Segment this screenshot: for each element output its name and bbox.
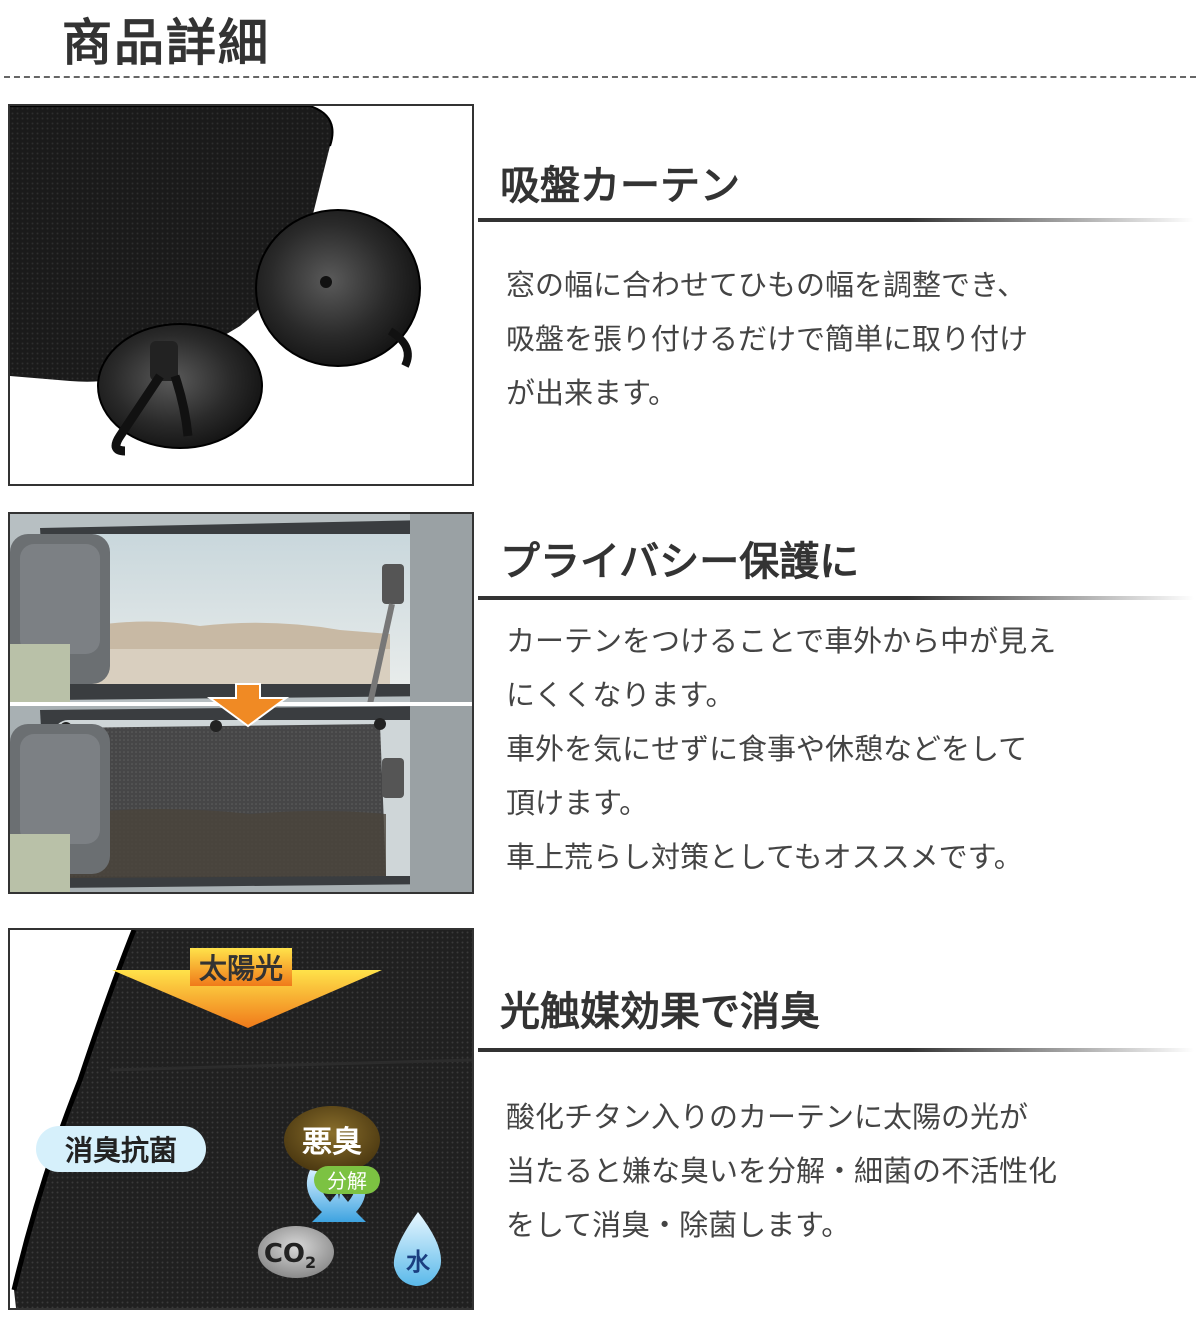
water-label: 水 <box>406 1248 431 1276</box>
title-divider <box>4 76 1196 78</box>
section-title-suction: 吸盤カーテン <box>500 163 740 209</box>
section-title-photocatalyst: 光触媒効果で消臭 <box>500 989 820 1035</box>
section-body-photocatalyst: 酸化チタン入りのカーテンに太陽の光が 当たると嫌な臭いを分解・細菌の不活性化 を… <box>506 1090 1186 1252</box>
page-title: 商品詳細 <box>62 14 270 72</box>
section-divider <box>478 596 1194 600</box>
body-line: にくくなります。 <box>506 678 735 712</box>
body-line: 車上荒らし対策としてもオススメです。 <box>506 840 1023 874</box>
body-line: カーテンをつけることで車外から中が見え <box>506 624 1057 658</box>
body-line: 当たると嫌な臭いを分解・細菌の不活性化 <box>506 1154 1058 1188</box>
suction-cup-photo <box>8 104 474 486</box>
body-line: 窓の幅に合わせてひもの幅を調整でき、 <box>506 268 1026 302</box>
body-line: 車外を気にせずに食事や休憩などをして <box>506 732 1028 766</box>
section-body-privacy: カーテンをつけることで車外から中が見え にくくなります。 車外を気にせずに食事や… <box>506 614 1186 884</box>
decompose-label: 分解 <box>327 1169 367 1193</box>
deodorize-label: 消臭抗菌 <box>65 1134 177 1167</box>
privacy-car-photo <box>8 512 474 894</box>
section-title-privacy: プライバシー保護に <box>500 539 860 585</box>
photocatalyst-diagram: 太陽光 消臭抗菌 悪臭 分解 CO2 水 <box>8 928 474 1310</box>
odor-label: 悪臭 <box>302 1125 362 1160</box>
co2-label: CO2 <box>264 1239 316 1272</box>
body-line: 酸化チタン入りのカーテンに太陽の光が <box>506 1100 1029 1134</box>
co2-subscript: 2 <box>305 1253 316 1272</box>
body-line: 吸盤を張り付けるだけで簡単に取り付け <box>506 322 1029 356</box>
body-line: をして消臭・除菌します。 <box>506 1208 851 1242</box>
co2-main: CO <box>264 1239 305 1269</box>
section-body-suction: 窓の幅に合わせてひもの幅を調整でき、 吸盤を張り付けるだけで簡単に取り付け が出… <box>506 258 1186 420</box>
body-line: が出来ます。 <box>506 376 678 410</box>
section-divider <box>478 1048 1194 1052</box>
section-divider <box>478 218 1194 222</box>
sunlight-label: 太陽光 <box>199 952 283 985</box>
body-line: 頂けます。 <box>506 786 649 820</box>
